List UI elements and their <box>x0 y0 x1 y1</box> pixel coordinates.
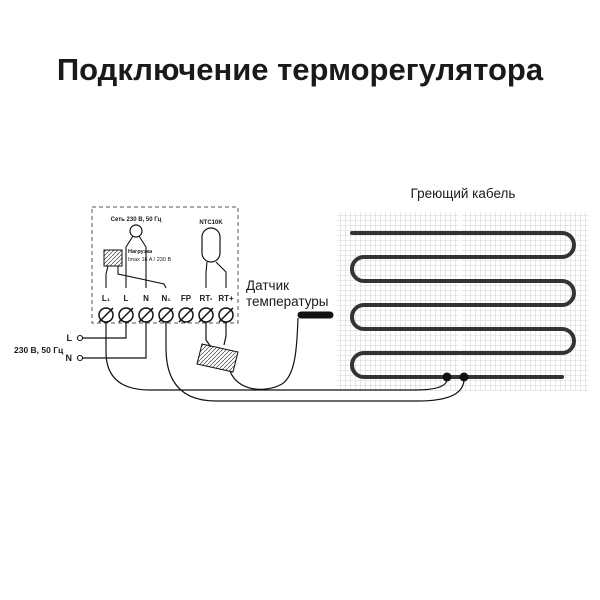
terminal-screw <box>178 307 194 323</box>
supply-neutral-label: N <box>66 353 73 363</box>
sensor-label-line1: Датчик <box>246 278 289 293</box>
load-label-line2: Imax 16 A / 230 В <box>128 257 171 263</box>
mains-symbol <box>129 224 143 238</box>
wire-line-n <box>83 322 147 359</box>
heating-cable-label: Греющий кабель <box>411 186 516 201</box>
cable-connection-dot <box>442 372 452 382</box>
terminal-label: N <box>143 294 149 303</box>
terminal-screw <box>198 307 214 323</box>
heating-mat <box>337 212 588 391</box>
terminal-screw <box>118 307 134 323</box>
mains-inside-label: Сеть 230 В, 50 Гц <box>111 217 162 223</box>
wire-load-2 <box>165 322 465 402</box>
page-title: Подключение терморегулятора <box>57 52 544 87</box>
supply-line-label: L <box>67 333 73 343</box>
temperature-sensor: Датчик температуры <box>196 278 334 390</box>
ntc-label: NTC10K <box>199 220 223 226</box>
sensor-label-line2: температуры <box>246 294 329 309</box>
load-label-line1: Нагрузка <box>128 249 153 255</box>
sensor-cable <box>229 317 299 390</box>
wire-line-l <box>83 322 127 339</box>
terminal-label: RT- <box>200 294 213 303</box>
terminal-label: FP <box>181 294 192 303</box>
supply-voltage-label: 230 В, 50 Гц <box>14 345 64 355</box>
terminal-labels: L₁ L N N₁ FP RT- RT+ <box>102 294 234 303</box>
heating-cable-serpentine <box>350 231 576 379</box>
terminal-screw <box>158 307 174 323</box>
terminal-label: RT+ <box>218 294 234 303</box>
thermostat-box: Сеть 230 В, 50 Гц Нагрузка Imax 16 A / 2… <box>91 206 239 324</box>
wire-load-1 <box>105 322 448 391</box>
sensor-coupling <box>196 343 239 373</box>
terminal-screw <box>138 307 154 323</box>
load-symbol <box>103 249 123 267</box>
terminal-label: L <box>124 294 129 303</box>
ntc-symbol <box>201 227 221 263</box>
terminal-screw <box>98 307 114 323</box>
terminal-label: N₁ <box>161 294 171 303</box>
cable-connection-dot <box>459 372 469 382</box>
mains-supply: L N 230 В, 50 Гц <box>14 322 147 363</box>
terminal-screw <box>218 307 234 323</box>
terminal-screws <box>98 307 234 323</box>
terminal-label: L₁ <box>102 294 111 303</box>
